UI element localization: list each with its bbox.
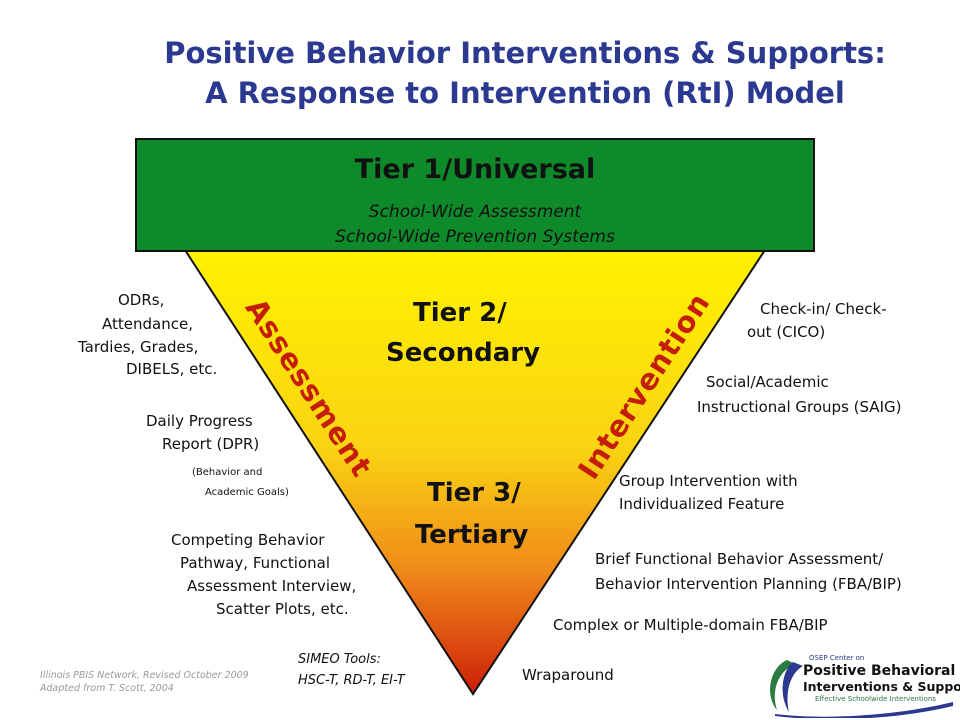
simeo-title: SIMEO Tools: bbox=[298, 652, 381, 667]
complex-fba: Complex or Multiple-domain FBA/BIP bbox=[553, 616, 828, 634]
simeo-tools: HSC-T, RD-T, EI-T bbox=[298, 673, 405, 688]
odrs-line-3: Tardies, Grades, bbox=[78, 338, 199, 356]
title-line-2: A Response to Intervention (RtI) Model bbox=[205, 76, 845, 110]
tier1-prevention: School-Wide Prevention Systems bbox=[335, 227, 615, 247]
dpr-note-line-1: (Behavior and bbox=[192, 467, 263, 478]
logo-swoosh-icon bbox=[770, 660, 953, 718]
tier2-label-line2: Secondary bbox=[386, 338, 541, 368]
logo-tagline: Effective Schoolwide Interventions bbox=[815, 695, 937, 703]
tier3-label-line2: Tertiary bbox=[415, 520, 529, 550]
tier1-assessment: School-Wide Assessment bbox=[368, 202, 582, 222]
odrs-line-2: Attendance, bbox=[102, 315, 193, 333]
saig-line-2: Instructional Groups (SAIG) bbox=[697, 398, 902, 416]
tier1-box: Tier 1/Universal School-Wide Assessment … bbox=[135, 138, 815, 252]
competing-line-2: Pathway, Functional bbox=[180, 554, 330, 572]
competing-line-3: Assessment Interview, bbox=[187, 577, 357, 595]
credit-line-1: Illinois PBIS Network, Revised October 2… bbox=[40, 670, 249, 681]
saig-line-1: Social/Academic bbox=[706, 373, 829, 391]
cico-line-2: out (CICO) bbox=[747, 323, 826, 341]
cico-line-1: Check-in/ Check- bbox=[760, 300, 887, 318]
logo-top-text: OSEP Center on bbox=[809, 654, 865, 662]
credit-line-2: Adapted from T. Scott, 2004 bbox=[40, 683, 174, 694]
tier1-title: Tier 1/Universal bbox=[354, 154, 596, 185]
tier2-label-line1: Tier 2/ bbox=[413, 298, 507, 328]
logo-main-1: Positive Behavioral bbox=[803, 663, 956, 679]
dpr-line-2: Report (DPR) bbox=[162, 435, 260, 453]
odrs-line-1: ODRs, bbox=[118, 291, 165, 309]
pbis-logo: OSEP Center on Positive Behavioral Inter… bbox=[765, 652, 960, 718]
title-line-1: Positive Behavior Interventions & Suppor… bbox=[164, 36, 886, 70]
fba-line-1: Brief Functional Behavior Assessment/ bbox=[595, 550, 884, 568]
tier3-label-line1: Tier 3/ bbox=[427, 478, 521, 508]
odrs-line-4: DIBELS, etc. bbox=[126, 360, 218, 378]
dpr-note-line-2: Academic Goals) bbox=[205, 487, 289, 498]
wraparound: Wraparound bbox=[522, 666, 614, 684]
fba-line-2: Behavior Intervention Planning (FBA/BIP) bbox=[595, 575, 902, 593]
competing-line-4: Scatter Plots, etc. bbox=[216, 600, 349, 618]
dpr-line-1: Daily Progress bbox=[146, 412, 253, 430]
competing-line-1: Competing Behavior bbox=[171, 531, 325, 549]
group-line-2: Individualized Feature bbox=[619, 495, 785, 513]
group-line-1: Group Intervention with bbox=[619, 472, 798, 490]
logo-main-2: Interventions & Supports bbox=[803, 679, 960, 694]
